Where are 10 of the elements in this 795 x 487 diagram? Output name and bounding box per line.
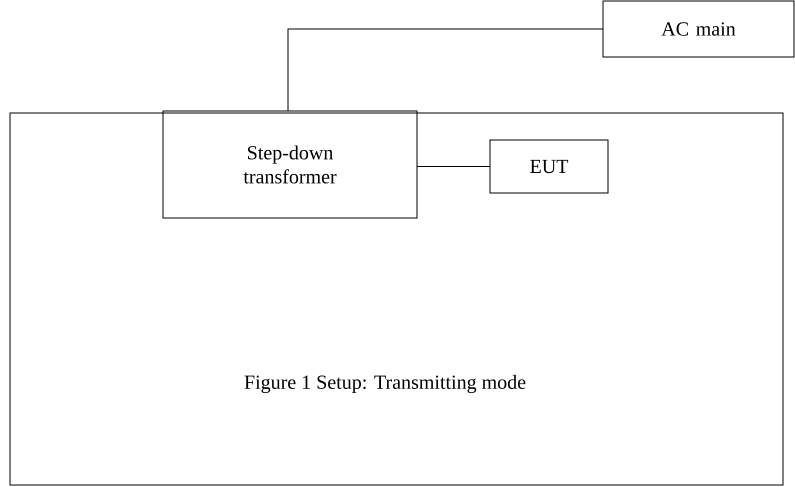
box-label: EUT — [530, 160, 568, 174]
device-box — [490, 140, 608, 194]
box-label: Step-down transformer — [244, 145, 336, 184]
transformer-box — [162, 110, 418, 218]
source-box — [602, 0, 794, 58]
frame-box — [10, 112, 784, 486]
connector-line — [288, 28, 604, 112]
box-label: AC main — [661, 22, 736, 36]
connector-line — [416, 166, 490, 167]
box-label: Figure 1 Setup: Transmitting mode — [244, 374, 526, 394]
